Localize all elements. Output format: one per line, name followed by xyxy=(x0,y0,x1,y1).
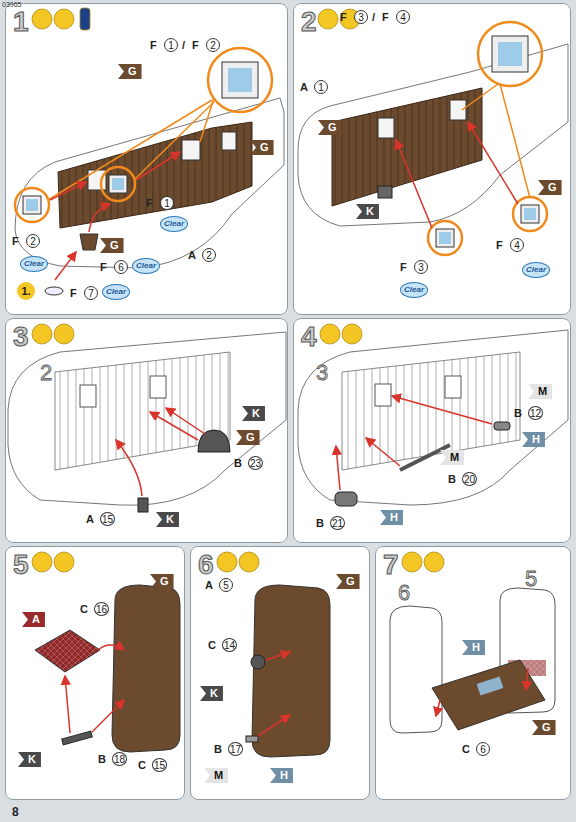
part-letter: F xyxy=(150,40,157,51)
clear-paint-mark: Clear xyxy=(132,258,160,274)
part-letter: F xyxy=(192,40,199,51)
clear-paint-mark: Clear xyxy=(160,216,188,232)
part-number: 2 xyxy=(206,38,220,52)
part-letter: / xyxy=(182,40,185,51)
part-letter: B xyxy=(316,518,324,529)
step-number: 5 xyxy=(13,549,29,581)
part-number: 1 xyxy=(160,196,174,210)
part-letter: F xyxy=(12,236,19,247)
part-number: 6 xyxy=(476,742,490,756)
clear-paint-mark: Clear xyxy=(102,284,130,300)
part-number: 15 xyxy=(100,512,115,526)
step-reference: 3 xyxy=(316,362,328,384)
part-number: 5 xyxy=(219,578,233,592)
part-number: 3 xyxy=(354,10,368,24)
step-reference: 2 xyxy=(40,362,52,384)
part-letter: C xyxy=(462,744,470,755)
step-number: 3 xyxy=(13,321,29,353)
part-letter: C xyxy=(80,604,88,615)
part-number: 21 xyxy=(330,516,345,530)
part-letter: B xyxy=(98,754,106,765)
clear-paint-mark: Clear xyxy=(522,262,550,278)
part-letter: F xyxy=(496,240,503,251)
step-number: 6 xyxy=(198,549,214,581)
part-letter: A xyxy=(86,514,94,525)
page-number: 8 xyxy=(12,806,19,818)
part-number: 3 xyxy=(414,260,428,274)
part-number: 6 xyxy=(114,260,128,274)
part-letter: F xyxy=(400,262,407,273)
clear-paint-mark: Clear xyxy=(400,282,428,298)
part-letter: A xyxy=(300,82,308,93)
part-number: 20 xyxy=(462,472,477,486)
part-letter: C xyxy=(138,760,146,771)
part-number: 17 xyxy=(228,742,243,756)
part-number: 4 xyxy=(510,238,524,252)
step-number: 2 xyxy=(301,6,317,38)
part-number: 16 xyxy=(94,602,109,616)
part-number: 12 xyxy=(528,406,543,420)
substep-mark: 1. xyxy=(17,282,35,300)
step-number: 4 xyxy=(301,321,317,353)
step-reference: 5 xyxy=(525,568,537,590)
part-letter: F xyxy=(100,262,107,273)
part-number: 2 xyxy=(26,234,40,248)
part-number: 7 xyxy=(84,286,98,300)
part-letter: F xyxy=(382,12,389,23)
step-reference: 6 xyxy=(398,582,410,604)
part-letter: A xyxy=(205,580,213,591)
part-letter: F xyxy=(70,288,77,299)
part-letter: A xyxy=(188,250,196,261)
clear-paint-mark: Clear xyxy=(20,256,48,272)
part-letter: B xyxy=(514,408,522,419)
step-number: 7 xyxy=(383,549,399,581)
part-letter: B xyxy=(448,474,456,485)
part-letter: F xyxy=(146,198,153,209)
part-number: 4 xyxy=(396,10,410,24)
part-letter: B xyxy=(234,458,242,469)
part-letter: / xyxy=(372,12,375,23)
part-number: 15 xyxy=(152,758,167,772)
part-number: 14 xyxy=(222,638,237,652)
step-number: 1 xyxy=(13,6,29,38)
part-letter: C xyxy=(208,640,216,651)
part-number: 18 xyxy=(112,752,127,766)
part-letter: B xyxy=(214,744,222,755)
part-number: 1 xyxy=(164,38,178,52)
part-letter: F xyxy=(340,12,347,23)
catalog-number: 03965 xyxy=(2,1,21,8)
part-number: 1 xyxy=(314,80,328,94)
part-number: 23 xyxy=(248,456,263,470)
part-number: 2 xyxy=(202,248,216,262)
step-panel: 4 xyxy=(293,318,571,543)
